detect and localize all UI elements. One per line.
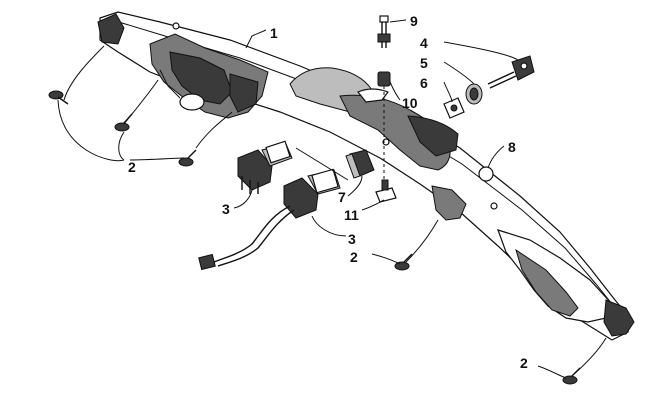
seal-part	[465, 83, 483, 105]
bolt-part	[377, 15, 391, 48]
callout-2-left: 2	[128, 159, 136, 175]
callout-2-middle: 2	[350, 249, 358, 265]
knob-part	[478, 166, 494, 182]
callout-10: 10	[402, 95, 418, 111]
callout-8: 8	[508, 139, 516, 155]
switch-lower	[198, 168, 341, 271]
callout-6: 6	[420, 75, 428, 91]
dashboard-panel	[97, 11, 635, 341]
callout-3-upper: 3	[222, 201, 230, 217]
callout-1: 1	[270, 25, 278, 41]
key-icon	[487, 55, 535, 89]
callout-4: 4	[420, 35, 428, 51]
screw-icon	[178, 149, 197, 167]
clip-part	[375, 179, 397, 203]
nut-part	[443, 97, 465, 119]
screw-icon	[48, 90, 69, 105]
boot-part	[345, 149, 375, 179]
callout-2-right: 2	[520, 355, 528, 371]
screw-icon	[394, 253, 413, 271]
callout-3-lower: 3	[348, 231, 356, 247]
callout-9: 9	[410, 13, 418, 29]
callout-5: 5	[420, 55, 428, 71]
switch-upper	[237, 140, 293, 194]
spacer-part	[377, 71, 391, 87]
callout-7: 7	[338, 189, 346, 205]
callout-11: 11	[344, 207, 359, 223]
leader-lines	[57, 19, 607, 379]
